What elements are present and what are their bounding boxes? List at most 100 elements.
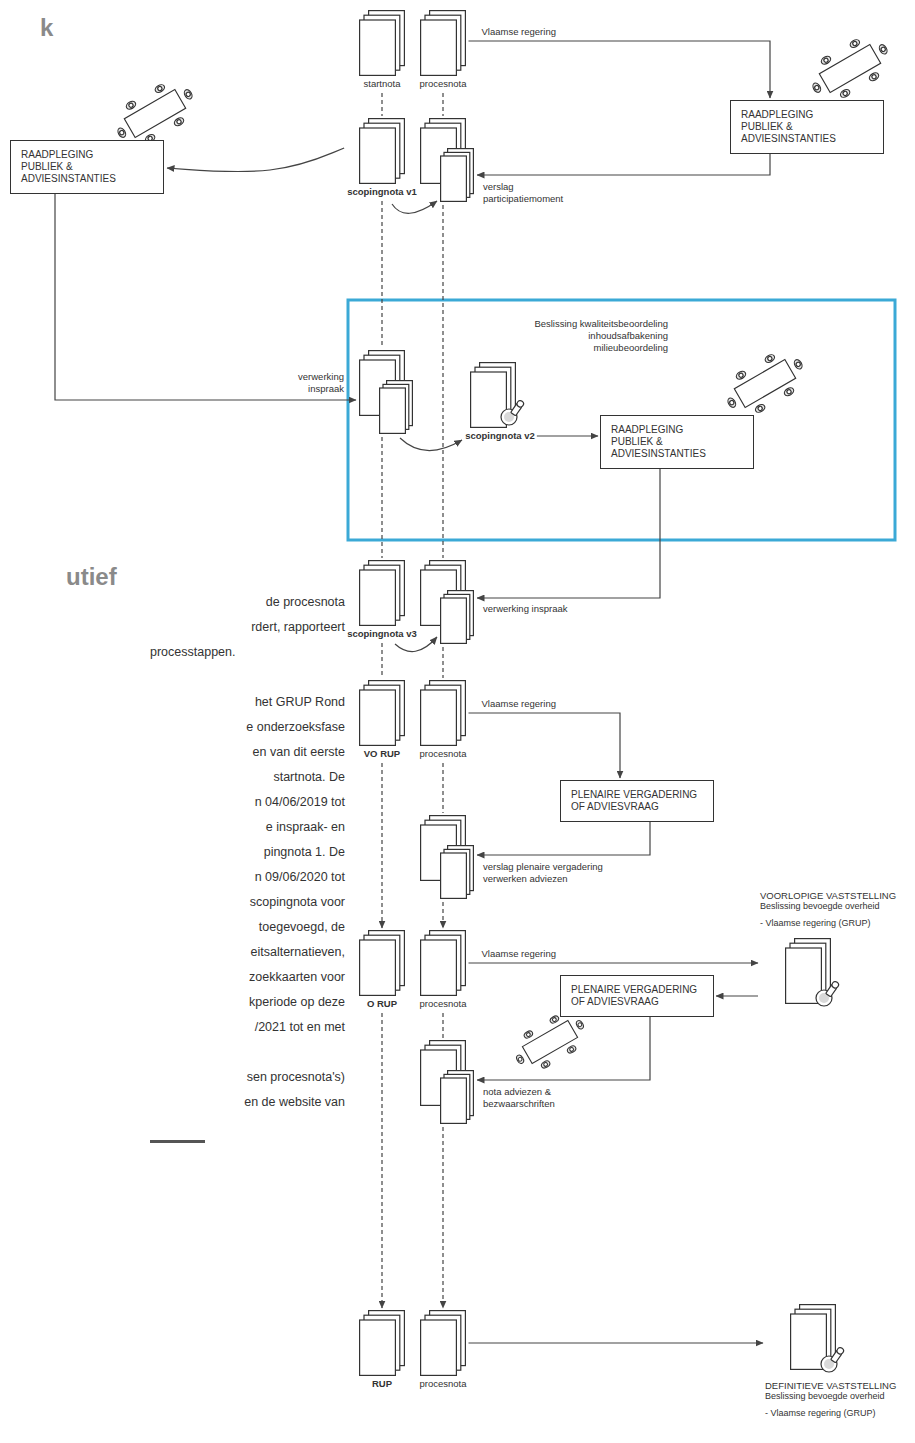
dashed-arrow xyxy=(442,902,443,928)
connector xyxy=(469,962,759,963)
highlight-frame xyxy=(348,300,895,540)
document-label: procesnota xyxy=(419,78,466,90)
document-icon xyxy=(420,680,466,746)
document-stack: procesnota xyxy=(419,930,466,1010)
document-stack: scopingnota v1 xyxy=(347,118,417,198)
paragraph-line: en van dit eerste xyxy=(60,745,345,760)
meeting-table-icon xyxy=(803,28,898,109)
document-stacks xyxy=(360,119,474,1124)
paragraph-line: rdert, rapporteert xyxy=(60,620,345,635)
document-icon xyxy=(359,1310,405,1376)
stamped-document-icon xyxy=(785,934,845,1009)
connector xyxy=(381,643,382,678)
consultation-box: RAADPLEGING PUBLIEK & ADVIESINSTANTIES xyxy=(600,415,754,469)
paragraph-line: processtappen. xyxy=(150,645,235,660)
inset-document-icon xyxy=(380,381,413,434)
consultation-box: RAADPLEGING PUBLIEK & ADVIESINSTANTIES xyxy=(730,100,884,154)
connector xyxy=(469,713,621,778)
stamped-document-icon xyxy=(470,358,530,428)
connector xyxy=(167,148,344,172)
flow-arrow xyxy=(55,191,356,400)
paragraph-line: eitsalternatieven, xyxy=(60,945,345,960)
paragraph-line: n 04/06/2019 tot xyxy=(60,795,345,810)
decision-document: DEFINITIEVE VASTSTELLINGBeslissing bevoe… xyxy=(765,1300,896,1419)
flow-arrow xyxy=(477,819,650,855)
flow-arrow xyxy=(477,151,770,175)
document-icon xyxy=(359,118,405,184)
dashed-line xyxy=(442,205,443,558)
document-stack: VO RUP xyxy=(359,680,405,760)
paragraph-line: scopingnota voor xyxy=(60,895,345,910)
decision-text: VOORLOPIGE VASTSTELLING xyxy=(760,890,896,901)
decision-text: Beslissing bevoegde overheid xyxy=(760,901,880,912)
document-label: procesnota xyxy=(419,1378,466,1390)
paragraph-line: en de website van xyxy=(60,1095,345,1110)
consultation-box: RAADPLEGING PUBLIEK & ADVIESINSTANTIES xyxy=(10,140,164,194)
document-stack: procesnota xyxy=(419,1310,466,1390)
flow-note: verslag plenaire vergadering verwerken a… xyxy=(483,861,611,885)
document-label: RUP xyxy=(372,1378,392,1390)
consultation-box: PLENAIRE VERGADERING OF ADVIESVRAAG xyxy=(560,975,714,1017)
dashed-line xyxy=(442,93,443,116)
flow-note: nota adviezen & bezwaarschriften xyxy=(483,1086,573,1110)
consultation-box: PLENAIRE VERGADERING OF ADVIESVRAAG xyxy=(560,780,714,822)
document-icon xyxy=(420,1310,466,1376)
connector-label: Vlaamse regering xyxy=(481,698,557,710)
flow-note: Beslissing kwaliteitsbeoordeling inhouds… xyxy=(526,318,668,354)
document-stack: O RUP xyxy=(359,930,405,1010)
decision-text: Beslissing bevoegde overheid xyxy=(765,1391,885,1402)
box-text: RAADPLEGING PUBLIEK & ADVIESINSTANTIES xyxy=(611,424,713,460)
paragraph-line: het GRUP Rond xyxy=(60,695,345,710)
decision-text: - Vlaamse regering (GRUP) xyxy=(765,1408,876,1419)
paragraph-line: zoekkaarten voor xyxy=(60,970,345,985)
connector-label: Vlaamse regering xyxy=(481,26,557,38)
document-label: scopingnota v1 xyxy=(347,186,417,198)
inset-document-icon xyxy=(441,591,474,644)
decision-document: VOORLOPIGE VASTSTELLINGBeslissing bevoeg… xyxy=(760,890,896,1009)
document-icon xyxy=(420,930,466,996)
paragraph-line: n 09/06/2020 tot xyxy=(60,870,345,885)
dashed-line xyxy=(442,763,443,813)
connector xyxy=(469,41,771,98)
rule-bar xyxy=(150,1140,205,1143)
document-icon xyxy=(359,680,405,746)
document-stack: procesnota xyxy=(419,680,466,760)
box-text: PLENAIRE VERGADERING OF ADVIESVRAAG xyxy=(571,984,703,1008)
paragraph-line: /2021 tot en met xyxy=(60,1020,345,1035)
box-text: PLENAIRE VERGADERING OF ADVIESVRAAG xyxy=(571,789,703,813)
document-label: procesnota xyxy=(419,998,466,1010)
paragraph-line: kperiode op deze xyxy=(60,995,345,1010)
paragraph-line: startnota. De xyxy=(60,770,345,785)
paragraph-line: de procesnota xyxy=(60,595,345,610)
paragraph-line: toegevoegd, de xyxy=(60,920,345,935)
paragraph-line: e onderzoeksfase xyxy=(60,720,345,735)
dashed-line xyxy=(381,437,382,558)
meeting-table-icon xyxy=(718,343,813,424)
document-stack: RUP xyxy=(359,1310,405,1390)
document-label: O RUP xyxy=(367,998,397,1010)
curved-arrow xyxy=(400,438,462,451)
document-icon xyxy=(420,10,466,76)
document-label: scopingnota v2 xyxy=(465,430,535,442)
box-text: RAADPLEGING PUBLIEK & ADVIESINSTANTIES xyxy=(21,149,123,185)
box-text: RAADPLEGING PUBLIEK & ADVIESINSTANTIES xyxy=(741,109,843,145)
curved-arrow xyxy=(392,201,437,213)
decision-text: DEFINITIEVE VASTSTELLING xyxy=(765,1380,896,1391)
connector xyxy=(381,93,382,116)
heading-fragment: utief xyxy=(66,563,117,591)
inset-document-icon xyxy=(441,149,474,202)
document-stack: procesnota xyxy=(419,10,466,90)
flow-arrow xyxy=(477,466,660,598)
paragraph-line: e inspraak- en xyxy=(60,820,345,835)
flow-note: verslag participatiemoment xyxy=(483,181,583,205)
heading-fragment: k xyxy=(40,14,53,42)
stamped-document-icon xyxy=(790,1300,850,1375)
inset-document-icon xyxy=(441,1071,474,1124)
document-icon xyxy=(359,560,405,626)
connector-label: Vlaamse regering xyxy=(481,948,557,960)
dashed-line xyxy=(381,201,382,348)
flow-lines xyxy=(55,151,770,1080)
dashed-line xyxy=(442,647,443,678)
decision-text: - Vlaamse regering (GRUP) xyxy=(760,918,871,929)
